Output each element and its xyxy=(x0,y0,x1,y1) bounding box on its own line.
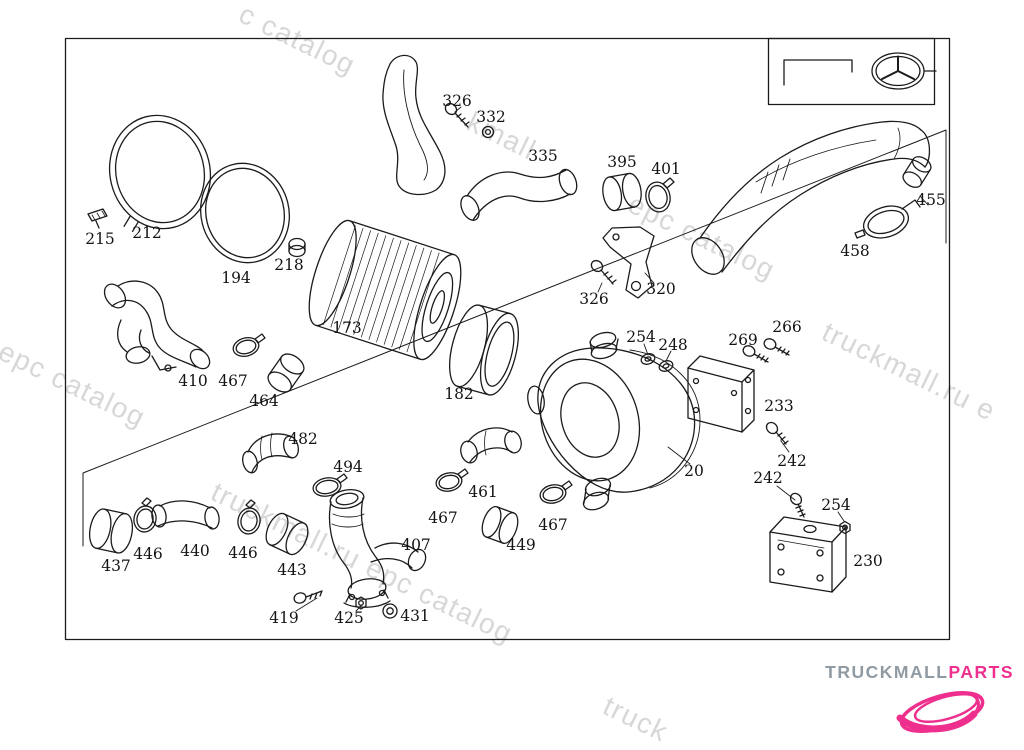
bolt-326-top xyxy=(444,102,470,128)
clamp-467-a xyxy=(232,333,266,357)
part-482-hose xyxy=(242,432,299,474)
ring-431 xyxy=(382,603,398,619)
part-label-446: 446 xyxy=(133,545,163,563)
part-label-215: 215 xyxy=(85,230,115,248)
part-label-266: 266 xyxy=(772,318,802,336)
part-label-233: 233 xyxy=(764,397,794,415)
part-label-425: 425 xyxy=(334,609,364,627)
leader-lines xyxy=(295,106,929,612)
guide-lines xyxy=(82,129,947,547)
part-label-467: 467 xyxy=(218,372,248,390)
part-label-269: 269 xyxy=(728,331,758,349)
part-label-173: 173 xyxy=(332,319,362,337)
clamp-symbol xyxy=(783,59,853,86)
part-label-248: 248 xyxy=(658,336,688,354)
part-label-446: 446 xyxy=(228,544,258,562)
part-label-194: 194 xyxy=(221,269,251,287)
part-label-182: 182 xyxy=(444,385,474,403)
washer-248 xyxy=(658,360,674,372)
clamp-446-b xyxy=(237,499,261,535)
part-320-bracket xyxy=(602,226,655,299)
part-label-401: 401 xyxy=(651,160,681,178)
part-label-494: 494 xyxy=(333,458,363,476)
part-label-464: 464 xyxy=(249,392,279,410)
diagram-border xyxy=(64,37,951,641)
part-218-nut xyxy=(288,237,306,258)
bolt-242-a xyxy=(765,421,789,445)
brand-swirl-icon xyxy=(896,690,985,734)
bolt-419 xyxy=(293,590,323,604)
part-212-clamp-ring xyxy=(108,114,212,233)
part-label-458: 458 xyxy=(840,242,870,260)
nut-254-b xyxy=(839,520,851,535)
part-395-sleeve xyxy=(602,172,642,212)
part-215-clamp xyxy=(87,208,108,229)
part-464-sleeve xyxy=(267,353,305,393)
part-label-326: 326 xyxy=(442,92,472,110)
part-407-pipe-assembly xyxy=(328,489,427,608)
part-heat-shield xyxy=(382,54,446,196)
part-label-482: 482 xyxy=(288,430,318,448)
part-label-326: 326 xyxy=(579,290,609,308)
bolt-326-mid xyxy=(590,259,617,285)
part-label-443: 443 xyxy=(277,561,307,579)
part-label-242: 242 xyxy=(753,469,783,487)
part-230-bracket xyxy=(769,516,847,593)
part-label-410: 410 xyxy=(178,372,208,390)
mercedes-star-icon xyxy=(871,52,937,90)
washer-254-a xyxy=(640,353,656,365)
brand-wordmark: TRUCKMALLPARTS xyxy=(825,662,1014,683)
part-173-air-filter-element xyxy=(308,219,462,361)
part-label-320: 320 xyxy=(646,280,676,298)
part-label-455: 455 xyxy=(916,191,946,209)
part-20-air-cleaner-housing xyxy=(527,331,701,511)
part-455-sleeve xyxy=(902,156,932,188)
part-label-431: 431 xyxy=(400,607,430,625)
part-233-bracket xyxy=(687,355,755,433)
part-335-hose xyxy=(460,168,578,221)
part-461-elbow xyxy=(460,427,522,464)
part-label-395: 395 xyxy=(607,153,637,171)
part-label-230: 230 xyxy=(853,552,883,570)
part-194-seal-ring xyxy=(199,162,291,264)
part-label-254: 254 xyxy=(626,328,656,346)
clamp-467-c xyxy=(539,480,573,504)
part-401-clamp xyxy=(645,177,675,213)
part-label-419: 419 xyxy=(269,609,299,627)
part-182-intake-ring xyxy=(449,304,519,396)
part-label-437: 437 xyxy=(101,557,131,575)
part-410-branch-hose xyxy=(103,280,211,372)
bolt-269 xyxy=(742,345,769,363)
part-label-467: 467 xyxy=(428,509,458,527)
clamp-467-b xyxy=(435,468,469,492)
part-label-440: 440 xyxy=(180,542,210,560)
part-label-467: 467 xyxy=(538,516,568,534)
part-label-20: 20 xyxy=(684,462,704,480)
part-label-212: 212 xyxy=(132,224,162,242)
part-443-sleeve xyxy=(265,512,309,556)
bolt-242-b xyxy=(789,492,806,518)
washer-332 xyxy=(481,125,495,139)
brand-truckmall: TRUCKMALL xyxy=(825,662,949,682)
part-label-407: 407 xyxy=(401,536,431,554)
clamp-494 xyxy=(312,473,348,497)
part-label-461: 461 xyxy=(468,483,498,501)
part-label-242: 242 xyxy=(777,452,807,470)
brand-parts: PARTS xyxy=(948,662,1014,682)
legend-box xyxy=(767,37,937,106)
part-440-hose xyxy=(151,500,220,530)
nut-425 xyxy=(355,596,367,610)
part-label-335: 335 xyxy=(528,147,558,165)
part-label-449: 449 xyxy=(506,536,536,554)
bolt-266 xyxy=(763,338,790,356)
part-437-sleeve xyxy=(88,508,134,554)
part-458-clamp xyxy=(854,199,921,239)
part-label-254: 254 xyxy=(821,496,851,514)
part-intake-duct xyxy=(691,120,931,275)
part-label-218: 218 xyxy=(274,256,304,274)
part-449-sleeve xyxy=(481,505,519,545)
part-label-332: 332 xyxy=(476,108,506,126)
